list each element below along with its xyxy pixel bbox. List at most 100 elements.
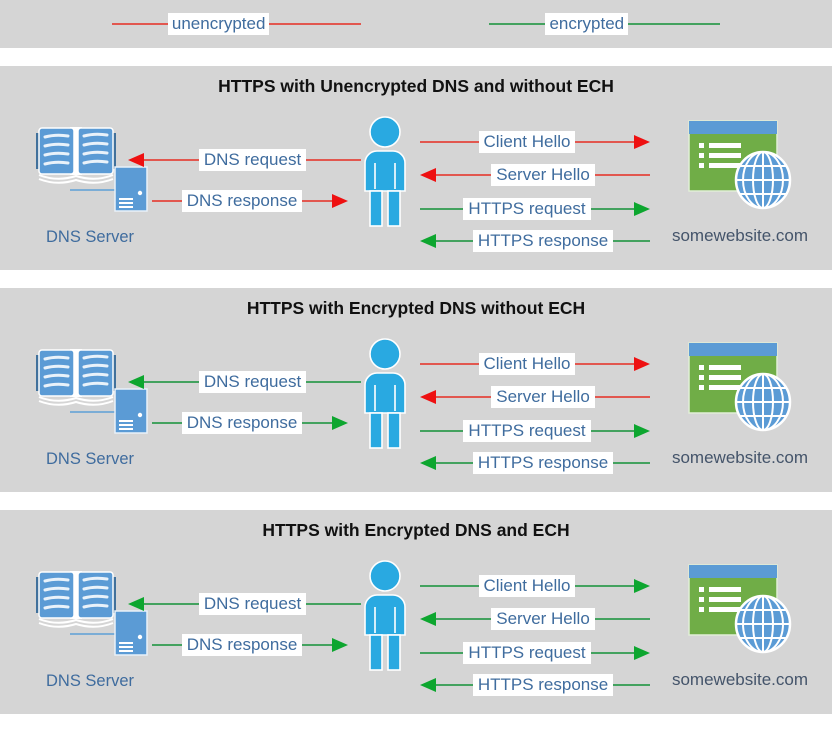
arrow-line xyxy=(144,159,199,161)
legend-bar: unencrypted encrypted xyxy=(0,0,832,48)
dns-server-label: DNS Server xyxy=(45,450,135,468)
panel-unencrypted-dns-no-ech: HTTPS with Unencrypted DNS and without E… xyxy=(0,66,832,270)
arrow-line xyxy=(436,396,492,398)
arrow-label: HTTPS request xyxy=(463,198,591,220)
arrow-line xyxy=(575,585,634,587)
arrow-line xyxy=(420,652,464,654)
arrow-https-response: HTTPS response xyxy=(420,672,651,698)
panel-title: HTTPS with Encrypted DNS and ECH xyxy=(262,520,570,540)
panel-title: HTTPS with Unencrypted DNS and without E… xyxy=(218,76,614,96)
arrow-line xyxy=(436,462,473,464)
arrow-client-hello: Client Hello xyxy=(420,129,650,155)
arrow-head-right-icon xyxy=(634,357,650,371)
arrow-label: HTTPS response xyxy=(472,452,614,474)
legend-label: unencrypted xyxy=(167,13,270,35)
arrow-line xyxy=(306,603,362,605)
arrow-head-left-icon xyxy=(420,168,436,182)
arrow-dns-response: DNS response xyxy=(152,188,348,214)
arrow-dns-response: DNS response xyxy=(152,632,348,658)
panel-title: HTTPS with Encrypted DNS without ECH xyxy=(246,298,586,318)
arrow-head-right-icon xyxy=(332,416,348,430)
arrow-line xyxy=(594,618,651,620)
legend-line-red-icon xyxy=(111,23,168,25)
legend-line-red-icon xyxy=(269,23,362,25)
arrow-head-right-icon xyxy=(634,579,650,593)
website-label: somewebsite.com xyxy=(671,226,809,245)
arrow-line xyxy=(420,363,479,365)
arrow-line xyxy=(590,430,634,432)
arrow-line xyxy=(594,174,651,176)
arrow-line xyxy=(436,174,492,176)
dns-book-icon xyxy=(36,127,116,184)
legend-item-encrypted: encrypted xyxy=(489,13,721,35)
user-icon xyxy=(364,116,406,227)
book-server-connector xyxy=(70,411,116,413)
panel-encrypted-dns-and-ech: HTTPS with Encrypted DNS and ECH DNS Ser… xyxy=(0,510,832,714)
dns-book-icon xyxy=(36,571,116,628)
arrow-line xyxy=(306,381,362,383)
user-icon xyxy=(364,338,406,449)
book-server-connector xyxy=(70,633,116,635)
legend-line-green-icon xyxy=(628,23,721,25)
dns-book-icon xyxy=(36,349,116,406)
dns-server-icon xyxy=(114,610,148,656)
arrow-head-right-icon xyxy=(634,135,650,149)
website-label: somewebsite.com xyxy=(671,670,809,689)
panel-encrypted-dns-no-ech: HTTPS with Encrypted DNS without ECH DNS… xyxy=(0,288,832,492)
dns-server-icon xyxy=(114,166,148,212)
globe-icon xyxy=(734,372,792,432)
arrow-line xyxy=(420,208,464,210)
arrow-label: DNS response xyxy=(181,190,303,212)
arrow-line xyxy=(420,585,479,587)
arrow-label: HTTPS request xyxy=(463,642,591,664)
arrow-https-request: HTTPS request xyxy=(420,418,650,444)
arrow-line xyxy=(436,684,473,686)
arrow-dns-request: DNS request xyxy=(128,147,362,173)
arrow-dns-request: DNS request xyxy=(128,369,362,395)
arrow-line xyxy=(302,422,332,424)
arrow-line xyxy=(590,208,634,210)
arrow-line xyxy=(436,240,473,242)
arrow-label: DNS request xyxy=(198,149,307,171)
arrow-label: Server Hello xyxy=(491,386,595,408)
arrow-head-left-icon xyxy=(128,597,144,611)
arrow-dns-request: DNS request xyxy=(128,591,362,617)
arrow-line xyxy=(436,618,492,620)
arrow-client-hello: Client Hello xyxy=(420,351,650,377)
arrow-label: HTTPS response xyxy=(472,230,614,252)
arrow-head-right-icon xyxy=(634,424,650,438)
arrow-line xyxy=(420,430,464,432)
arrow-line xyxy=(152,644,182,646)
globe-icon xyxy=(734,594,792,654)
arrow-label: Client Hello xyxy=(478,575,576,597)
arrow-server-hello: Server Hello xyxy=(420,384,651,410)
arrow-server-hello: Server Hello xyxy=(420,162,651,188)
arrow-line xyxy=(613,684,651,686)
arrow-head-left-icon xyxy=(128,153,144,167)
arrow-label: DNS request xyxy=(198,371,307,393)
dns-server-label: DNS Server xyxy=(45,228,135,246)
arrow-line xyxy=(152,422,182,424)
arrow-https-response: HTTPS response xyxy=(420,450,651,476)
arrow-line xyxy=(420,141,479,143)
arrow-head-left-icon xyxy=(128,375,144,389)
arrow-server-hello: Server Hello xyxy=(420,606,651,632)
arrow-line xyxy=(306,159,362,161)
arrow-https-response: HTTPS response xyxy=(420,228,651,254)
arrow-label: Client Hello xyxy=(478,131,576,153)
arrow-head-left-icon xyxy=(420,456,436,470)
arrow-head-right-icon xyxy=(332,638,348,652)
legend-item-unencrypted: unencrypted xyxy=(111,13,362,35)
arrow-line xyxy=(144,603,199,605)
arrow-line xyxy=(613,240,651,242)
legend-label: encrypted xyxy=(545,13,629,35)
arrow-line xyxy=(594,396,651,398)
arrow-line xyxy=(302,644,332,646)
legend-line-green-icon xyxy=(489,23,546,25)
arrow-label: Server Hello xyxy=(491,164,595,186)
arrow-label: Server Hello xyxy=(491,608,595,630)
arrow-label: Client Hello xyxy=(478,353,576,375)
arrow-line xyxy=(302,200,332,202)
arrow-line xyxy=(613,462,651,464)
arrow-head-left-icon xyxy=(420,678,436,692)
